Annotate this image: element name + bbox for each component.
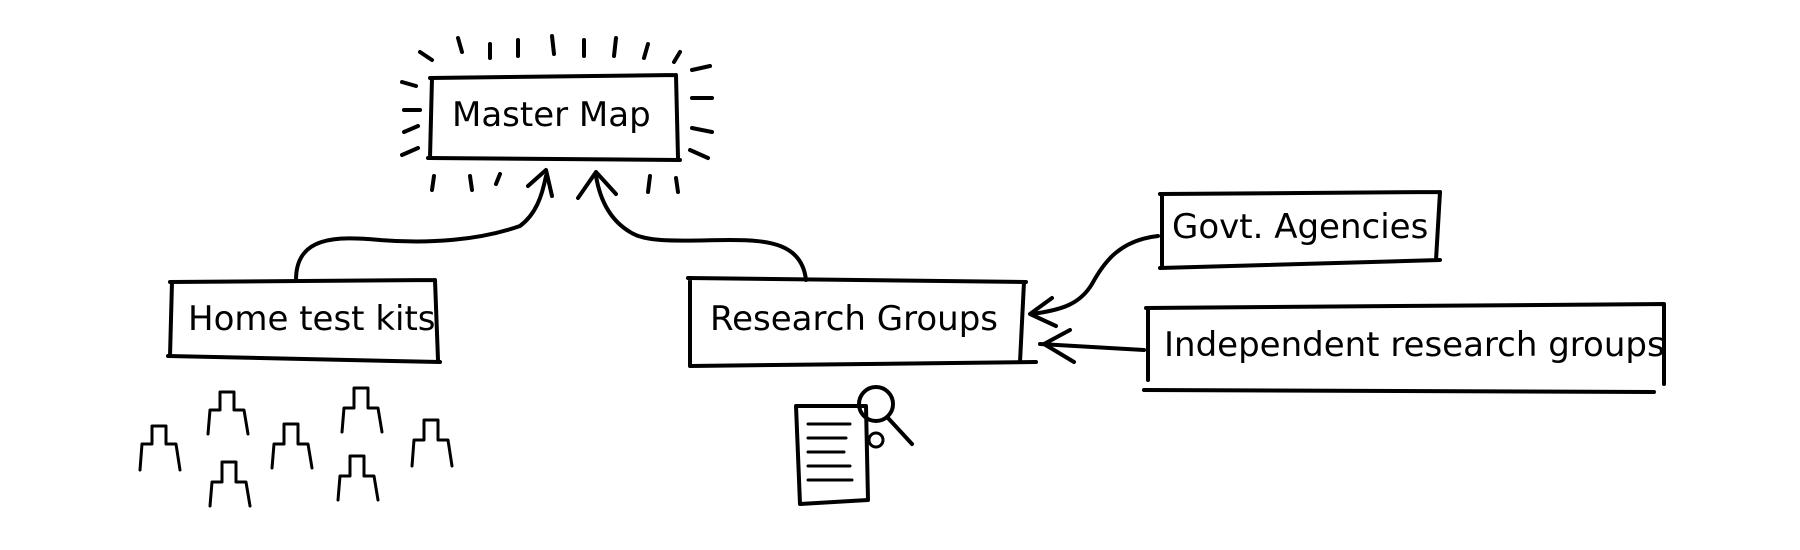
arrow-research-groups-to-master-map [576,170,808,282]
people-crowd-icon [138,386,454,508]
arrow-govt-agencies-to-research-groups [1028,234,1160,328]
node-home-test-kits-label: Home test kits [188,299,436,339]
node-govt-agencies-label: Govt. Agencies [1172,207,1428,247]
node-research-groups[interactable]: Research Groups [686,276,1038,368]
research-groups-box [686,276,1038,368]
home-test-kits-box [166,278,442,364]
node-research-groups-label: Research Groups [710,299,998,339]
independent-research-groups-box [1142,302,1666,394]
node-independent-research-groups[interactable]: Independent research groups [1142,302,1666,394]
node-independent-research-groups-label: Independent research groups [1164,325,1665,365]
document-magnifier-icon [794,385,914,506]
node-master-map-label: Master Map [452,95,651,135]
node-govt-agencies[interactable]: Govt. Agencies [1158,190,1442,270]
arrow-independent-research-groups-to-research-groups [1038,328,1146,364]
highlight-rays-icon [400,34,714,194]
master-map-box [426,73,682,162]
node-home-test-kits[interactable]: Home test kits [166,278,442,364]
arrow-home-test-kits-to-master-map [294,168,554,282]
node-master-map[interactable]: Master Map [426,73,682,162]
govt-agencies-box [1158,190,1442,270]
